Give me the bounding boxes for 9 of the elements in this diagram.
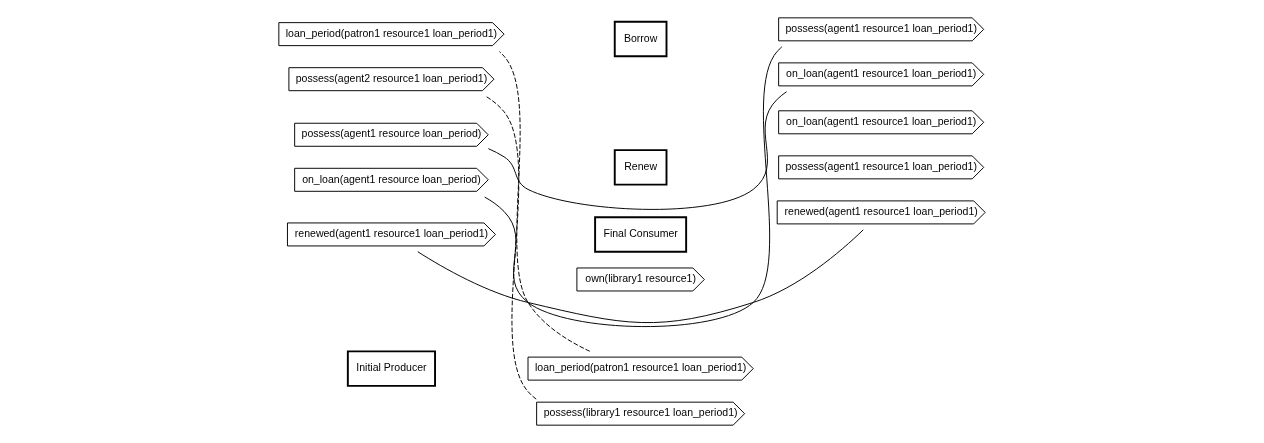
connector (498, 51, 591, 352)
connector (484, 46, 783, 328)
node-box: Renew (613, 149, 668, 186)
node-box: Initial Producer (346, 350, 436, 387)
connector (485, 95, 537, 400)
connector (417, 229, 864, 323)
node-box: Borrow (613, 20, 668, 58)
node-box: Final Consumer (594, 216, 688, 253)
connector (487, 91, 788, 210)
